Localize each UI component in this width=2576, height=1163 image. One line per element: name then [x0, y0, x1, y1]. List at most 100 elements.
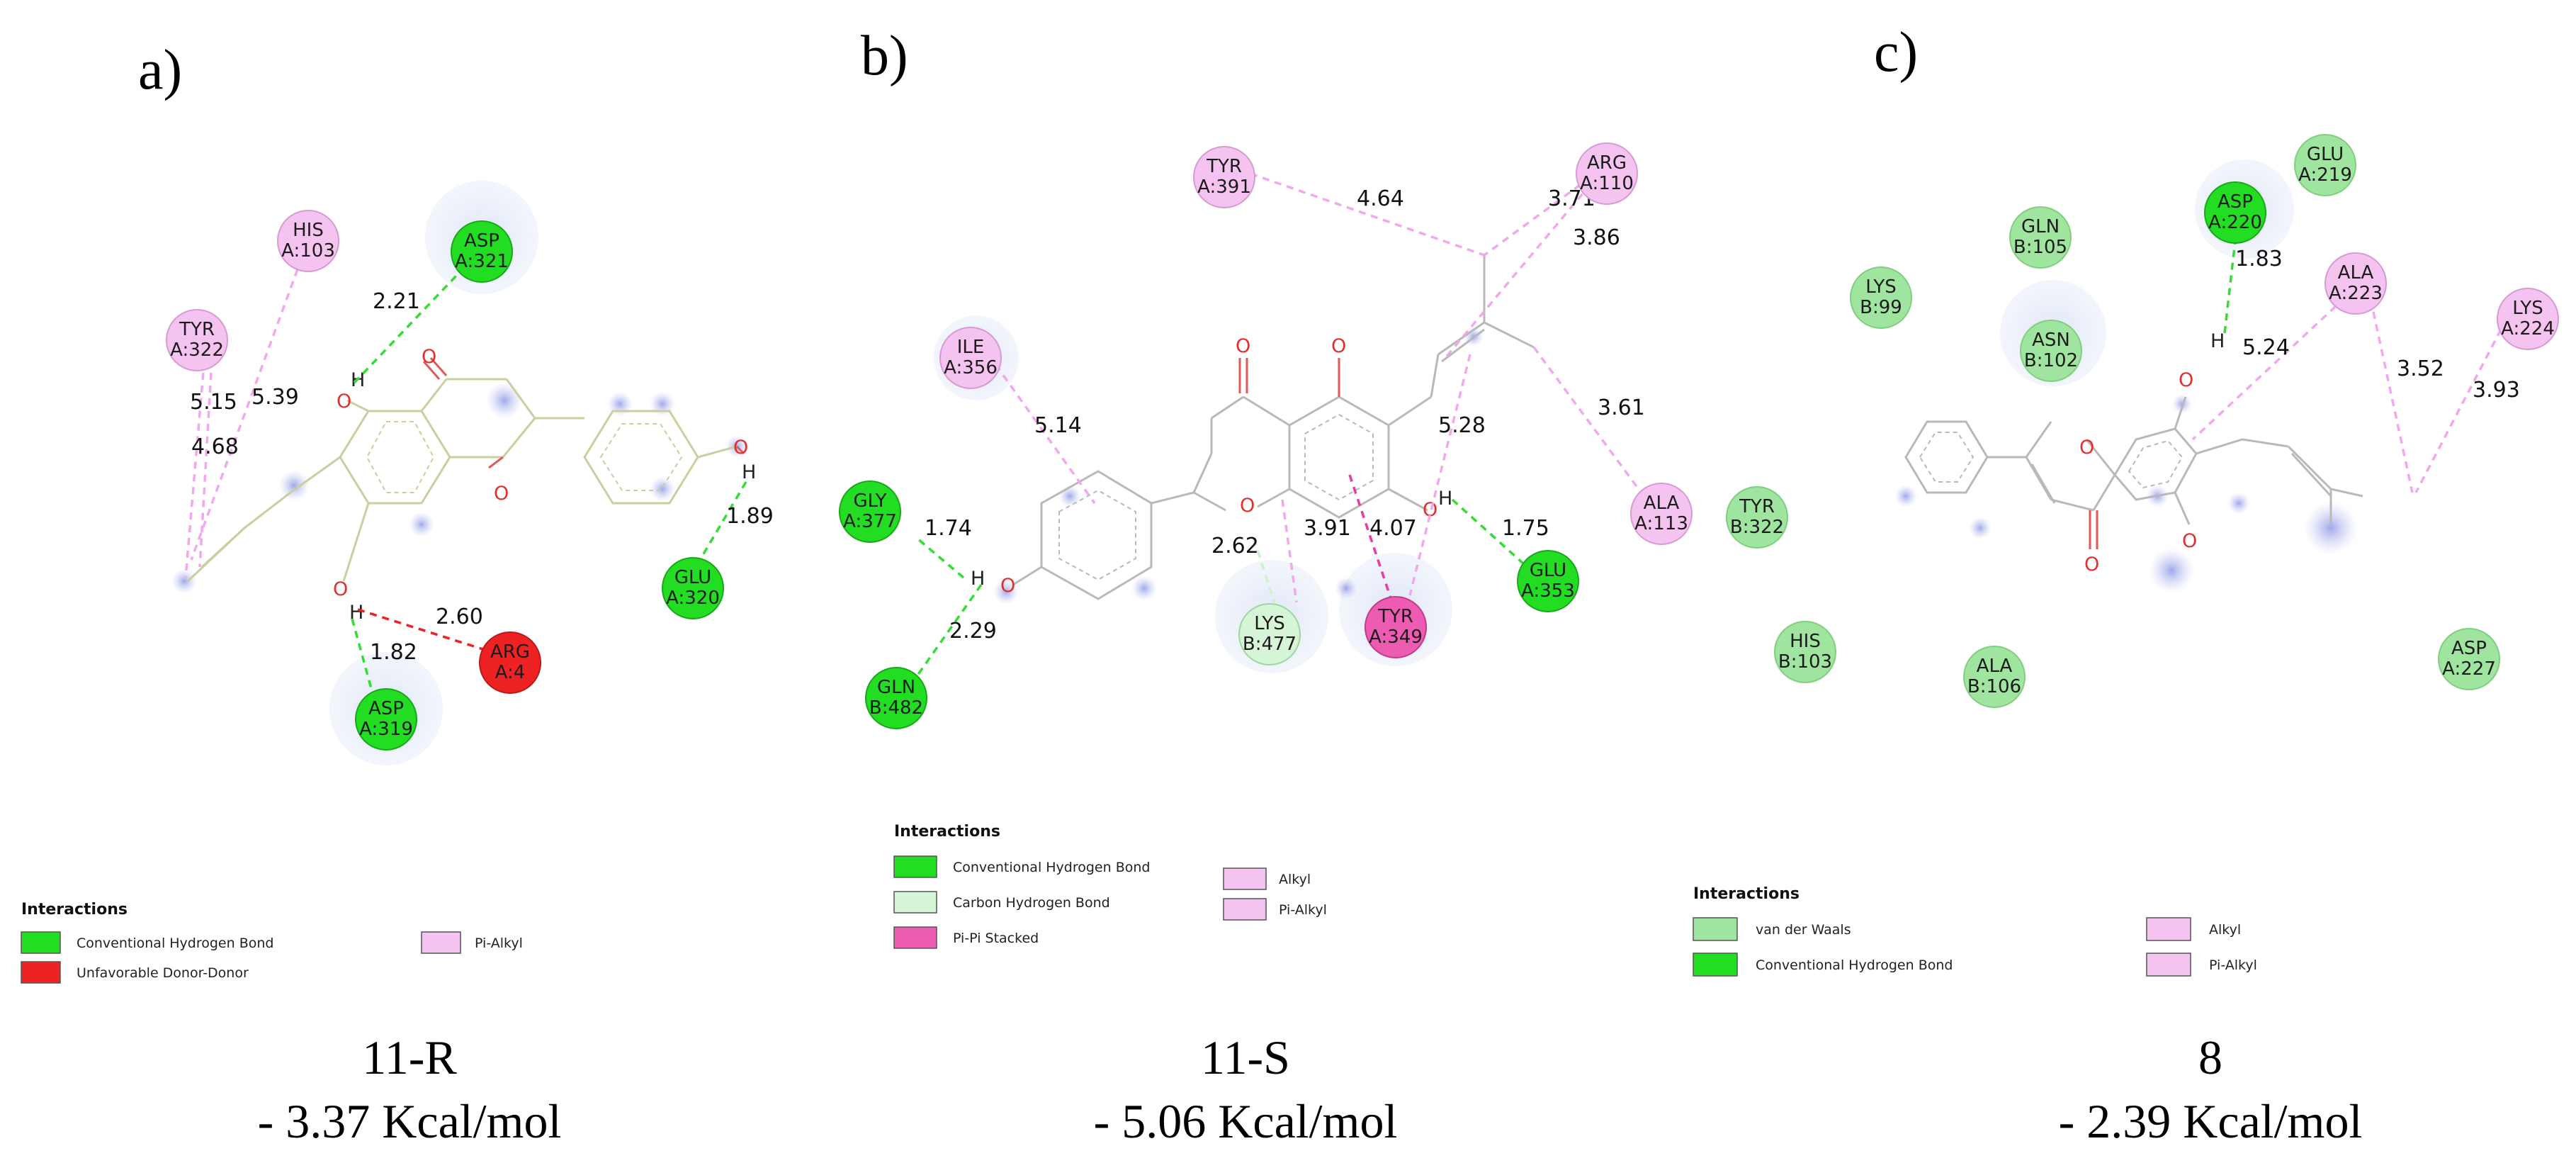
residue-node: ALA A:223: [2324, 252, 2387, 315]
residue-node: ASN B:102: [2020, 320, 2082, 382]
atom-oxygen: O: [2182, 530, 2197, 552]
residue-circle: [451, 220, 513, 283]
residue-name: GLY: [853, 490, 886, 512]
residue-id: A:223: [2329, 283, 2383, 304]
residue-id: A:4: [495, 662, 526, 683]
interaction-lines: [913, 172, 1656, 682]
residue-name: ASN: [2032, 330, 2070, 351]
residue-node: TYR A:349: [1365, 596, 1427, 658]
atom-hydrogen: H: [971, 568, 985, 590]
residue-name: GLU: [1530, 560, 1566, 581]
residue-name: ALA: [1977, 656, 2013, 677]
residue-id: A:320: [666, 588, 720, 609]
residue-node: ASP A:319: [355, 688, 417, 751]
residue-id: B:105: [2013, 237, 2067, 258]
residue-node: TYR A:322: [166, 309, 228, 371]
residue-name: GLU: [674, 567, 711, 588]
distance-label: 1.75: [1502, 516, 1549, 541]
legend-label: Pi-Alkyl: [2209, 957, 2257, 973]
residue-id: A:219: [2298, 164, 2352, 186]
residue-node: HIS B:103: [1774, 621, 1836, 683]
residue-id: B:477: [1243, 634, 1297, 655]
residue-node: ILE A:356: [939, 327, 1002, 389]
atom-hydrogen: H: [2210, 330, 2225, 352]
distance-label: 4.07: [1369, 516, 1417, 541]
residue-name: HIS: [1790, 631, 1821, 652]
panel-label-a: a): [138, 39, 182, 101]
residue-circle: [939, 327, 1002, 389]
residue-id: B:103: [1778, 651, 1832, 673]
legend-label: Alkyl: [2209, 922, 2241, 938]
residue-circle: [1365, 596, 1427, 658]
ligand-surface-blobs: [171, 382, 748, 594]
atom-oxygen: O: [2179, 369, 2193, 391]
residue-id: B:102: [2024, 350, 2078, 371]
residue-circle: [1726, 486, 1788, 549]
distance-label: 5.15: [190, 390, 237, 415]
residue-name: LYS: [1254, 613, 1284, 634]
panel-c: c): [1693, 21, 2559, 1148]
legend-swatch: [21, 961, 61, 984]
binding-energy: - 2.39 Kcal/mol: [2059, 1094, 2363, 1148]
legend-label: Pi-Alkyl: [1279, 902, 1327, 918]
distance-label: 5.39: [252, 385, 299, 410]
panel-label-c: c): [1874, 21, 1918, 84]
atom-oxygen: O: [2084, 554, 2099, 575]
residue-node: TYR B:322: [1726, 486, 1788, 549]
residue-id: B:106: [1967, 676, 2021, 697]
atom-oxygen: O: [1000, 575, 1015, 597]
distance-label: 1.83: [2235, 247, 2283, 271]
distance-label: 4.68: [191, 434, 239, 459]
ligand-polar-bonds: [422, 357, 745, 469]
ligand-structure: [186, 378, 738, 583]
residue-circle: [2294, 134, 2356, 196]
atom-oxygen: O: [733, 437, 748, 459]
atom-oxygen: O: [494, 483, 509, 505]
legend-swatch: [2146, 917, 2191, 941]
residue-node: ALA A:113: [1630, 483, 1693, 545]
residue-name: ASP: [464, 230, 499, 252]
residue-name: LYS: [2512, 298, 2543, 319]
atom-oxygen: O: [422, 346, 436, 368]
residue-id: A:321: [455, 251, 509, 272]
residue-circle: [1963, 646, 2026, 708]
distance-label: 3.61: [1598, 395, 1645, 420]
distance-label: 4.64: [1357, 186, 1404, 211]
residue-circle: [2204, 181, 2266, 244]
residue-id: A:322: [170, 339, 224, 361]
residue-name: GLU: [2307, 144, 2344, 165]
residue-node: ASP A:220: [2204, 181, 2266, 244]
residue-node: ASP A:321: [451, 220, 513, 283]
legend-swatch: [1223, 898, 1267, 921]
residue-node: GLU A:320: [662, 557, 724, 619]
residue-circle: [2438, 628, 2500, 690]
atom-oxygen: O: [2079, 437, 2094, 459]
legend-label: Pi-Alkyl: [475, 936, 523, 951]
residue-name: GLN: [877, 677, 915, 698]
legend-swatch: [2146, 953, 2191, 977]
legend-label: Pi-Pi Stacked: [953, 931, 1039, 946]
distance-label: 1.74: [925, 516, 972, 541]
legend-swatch: [21, 931, 61, 954]
legend-label: Conventional Hydrogen Bond: [1756, 957, 1953, 973]
residue-name: ALA: [1644, 493, 1680, 514]
residue-circle: [1238, 603, 1301, 665]
residue-circle: [2009, 206, 2072, 269]
residue-id: A:319: [359, 719, 413, 740]
residue-name: TYR: [1206, 156, 1242, 177]
atom-oxygen: O: [1236, 335, 1250, 357]
residue-node: ARG A:4: [479, 631, 541, 694]
legend-label: Conventional Hydrogen Bond: [953, 860, 1150, 875]
panel-label-b: b): [861, 25, 908, 87]
binding-energy: - 3.37 Kcal/mol: [258, 1094, 562, 1148]
residue-node: ALA B:106: [1963, 646, 2026, 708]
legend-title: Interactions: [1693, 885, 1800, 903]
distance-label: 3.86: [1573, 225, 1620, 250]
residue-name: LYS: [1865, 276, 1896, 298]
legend-title: Interactions: [21, 901, 128, 918]
distance-label: 1.82: [370, 640, 417, 665]
residue-id: A:103: [281, 240, 335, 262]
residue-node: HIS A:103: [277, 210, 339, 272]
residue-name: ASP: [2218, 191, 2253, 213]
